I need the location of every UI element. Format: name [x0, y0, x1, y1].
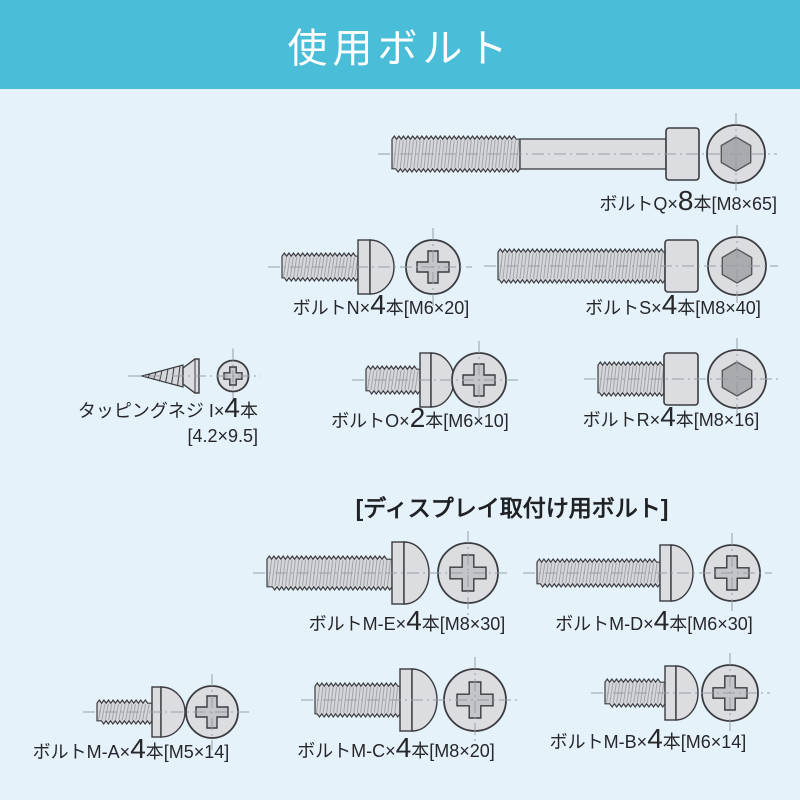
bolt-mc-drawing: [301, 657, 518, 743]
bolt-o-count: 2: [409, 402, 426, 433]
bolt-s-drawing: [484, 225, 778, 307]
bolt-ma-size: 本[M5×14]: [145, 742, 230, 762]
tapping-screw-label: タッピングネジ I×4本 [4.2×9.5]: [56, 393, 258, 447]
bolt-ma-count: 4: [130, 733, 146, 764]
bolt-s-size: 本[M8×40]: [677, 298, 761, 318]
bolt-n-count: 4: [370, 289, 386, 320]
bolt-mb-size: 本[M6×14]: [662, 732, 747, 752]
bolt-r-count: 4: [660, 401, 676, 432]
bolt-q-name: ボルトQ×: [599, 194, 678, 214]
tapping-screw-size: [4.2×9.5]: [187, 426, 258, 446]
bolt-md-drawing: [523, 533, 772, 613]
bolt-r-name: ボルトR×: [582, 410, 661, 430]
bolt-mc-label: ボルトM-C×4本[M8×20]: [276, 733, 516, 766]
bolt-s-name: ボルトS×: [585, 298, 662, 318]
bolt-me-label: ボルトM-E×4本[M8×30]: [287, 606, 527, 639]
bolt-me-count: 4: [406, 605, 422, 636]
tapping-screw-line1: タッピングネジ I×4本: [56, 393, 258, 426]
bolt-n-drawing: [268, 228, 472, 306]
bolt-mc-size: 本[M8×20]: [411, 741, 495, 761]
bolt-me-size: 本[M8×30]: [421, 614, 506, 634]
bolt-n-label: ボルトN×4本[M6×20]: [261, 290, 501, 323]
bolt-r-size: 本[M8×16]: [675, 410, 760, 430]
bolt-q-drawing: [378, 113, 777, 195]
header-banner: 使用ボルト: [0, 0, 800, 89]
bolt-o-name: ボルトO×: [331, 411, 410, 431]
tapping-screw-name: タッピングネジ I×: [77, 401, 225, 421]
section-title-display-bolts: [ディスプレイ取付け用ボルト]: [355, 495, 669, 521]
bolt-mb-drawing: [591, 653, 770, 733]
bolt-o-label: ボルトO×2本[M6×10]: [300, 403, 540, 436]
bolt-n-name: ボルトN×: [292, 298, 371, 318]
bolt-mb-label: ボルトM-B×4本[M6×14]: [528, 724, 768, 757]
bolt-tap-drawing: [128, 348, 261, 404]
bolt-o-size: 本[M6×10]: [425, 411, 509, 431]
bolt-o-drawing: [352, 341, 518, 419]
bolt-mb-count: 4: [647, 723, 663, 754]
bolt-mc-name: ボルトM-C×: [297, 741, 396, 761]
bolt-mb-name: ボルトM-B×: [549, 732, 648, 752]
page-title: 使用ボルト: [287, 26, 513, 71]
bolt-ma-drawing: [83, 674, 250, 750]
bolt-s-label: ボルトS×4本[M8×40]: [553, 290, 793, 323]
bolt-n-size: 本[M6×20]: [385, 298, 470, 318]
bolt-ma-label: ボルトM-A×4本[M5×14]: [11, 734, 251, 767]
bolt-md-count: 4: [653, 605, 670, 636]
bolt-q-label: ボルトQ×8本[M8×65]: [537, 186, 777, 219]
bolt-me-name: ボルトM-E×: [308, 614, 407, 634]
tapping-screw-count: 4: [224, 392, 240, 423]
bolt-mc-count: 4: [395, 732, 412, 763]
bolt-md-label: ボルトM-D×4本[M6×30]: [534, 606, 774, 639]
bolt-r-label: ボルトR×4本[M8×16]: [551, 402, 791, 435]
bolt-r-drawing: [584, 338, 778, 420]
bolt-s-count: 4: [661, 289, 678, 320]
bolt-md-name: ボルトM-D×: [555, 614, 654, 634]
bolt-md-size: 本[M6×30]: [669, 614, 753, 634]
bolt-q-count: 8: [677, 185, 694, 216]
bolt-q-size: 本[M8×65]: [693, 194, 777, 214]
bolt-me-drawing: [253, 531, 510, 615]
tapping-screw-unit: 本: [240, 401, 258, 421]
bolt-ma-name: ボルトM-A×: [32, 742, 131, 762]
